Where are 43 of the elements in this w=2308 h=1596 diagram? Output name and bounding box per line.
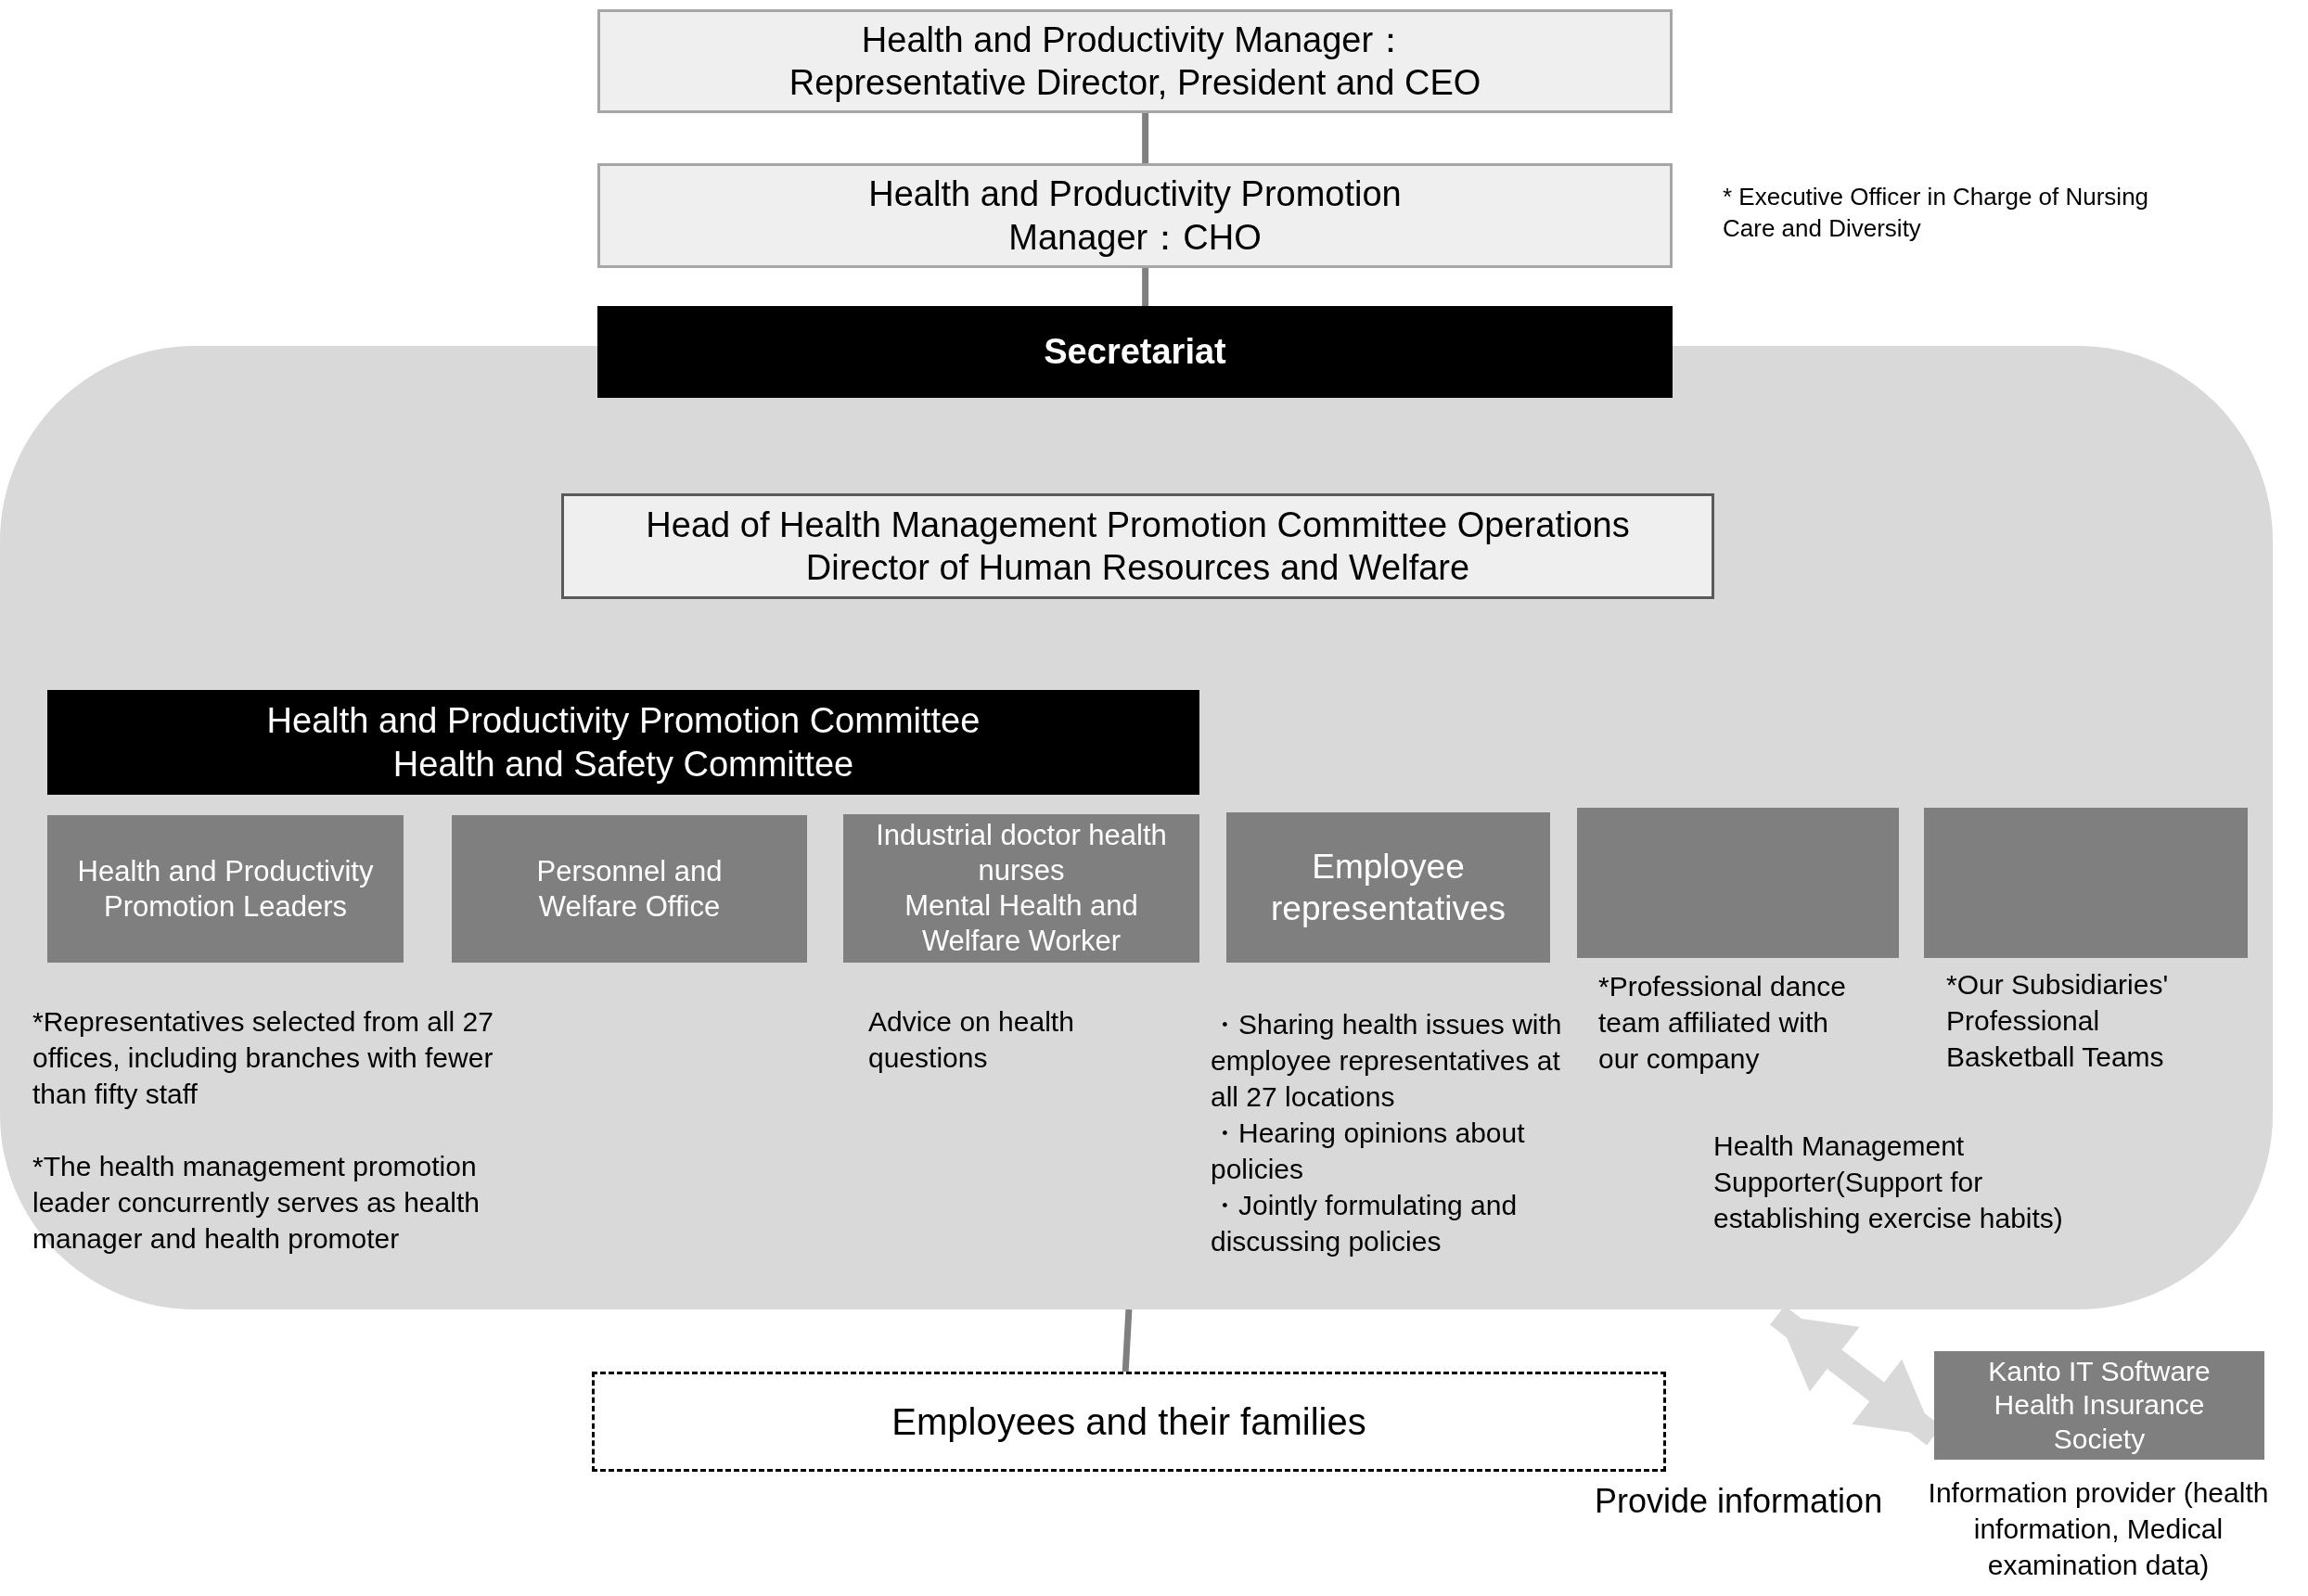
node-label: Representative Director, President and CEO (789, 62, 1481, 104)
node-label: Health and Productivity Promotion Committee (266, 700, 981, 743)
note-text: Advice on health questions (868, 1005, 1075, 1075)
node-label: Employees and their families (891, 1399, 1366, 1444)
node-label: Health and Productivity Promotion Leaders (76, 853, 375, 925)
connector-line (1142, 268, 1149, 306)
node-label: Personnel and Welfare Office (535, 853, 724, 925)
role-box (597, 163, 1673, 268)
organization-box (1934, 1351, 2264, 1460)
node-label: Mental Health and Welfare Worker (904, 888, 1139, 959)
bullet-text: ・Sharing health issues with employee representatives at all 27 locations (1211, 1008, 1563, 1114)
team-box (1924, 808, 2248, 958)
group-box (592, 1372, 1666, 1472)
edge-label: Provide information (1595, 1481, 1883, 1522)
note-text: *Representatives selected from all 27 offices, including branches with fewer than fifty staff (32, 1005, 494, 1111)
node-label: Health and Safety Committee (392, 743, 854, 785)
note-text: *The health management promotion leader concurrently serves as health manager and health promoter (32, 1150, 481, 1256)
role-box (843, 814, 1199, 963)
node-label: Employee representatives (1270, 846, 1507, 929)
secretariat-box (597, 306, 1673, 398)
caption-text: Information provider (health information, Medical examination data) (1927, 1476, 2270, 1582)
bullet-text: ・Jointly formulating and discussing policies (1211, 1189, 1519, 1258)
footnote-text: * Executive Officer in Charge of Nursing Care and Diversity (1723, 182, 2150, 244)
note-text: *Professional dance team affiliated with our company (1598, 970, 1847, 1076)
note-text: *Our Subsidiaries' Professional Basketball Teams (1946, 968, 2170, 1074)
connector-line (1122, 1309, 1133, 1373)
connector-line (1142, 113, 1149, 163)
node-label: Head of Health Management Promotion Committee Operations (646, 504, 1630, 546)
bullet-text: ・Hearing opinions about policies (1211, 1117, 1526, 1186)
node-label: Secretariat (1044, 331, 1226, 374)
node-label: Industrial doctor health nurses (875, 818, 1168, 888)
role-box (597, 9, 1673, 113)
note-text: Health Management Supporter(Support for establishing exercise habits) (1713, 1130, 2064, 1235)
role-box (1226, 812, 1550, 963)
node-label: Health and Productivity Manager： (861, 19, 1409, 61)
role-box (47, 815, 404, 963)
committee-box (47, 690, 1199, 795)
node-label: Kanto IT Software Health Insurance Society (1987, 1354, 2212, 1456)
team-box (1577, 808, 1899, 958)
role-box (561, 493, 1714, 599)
node-label: Health and Productivity Promotion Manager：CHO (867, 173, 1403, 259)
node-label: Director of Human Resources and Welfare (805, 547, 1470, 589)
role-box (452, 815, 807, 963)
